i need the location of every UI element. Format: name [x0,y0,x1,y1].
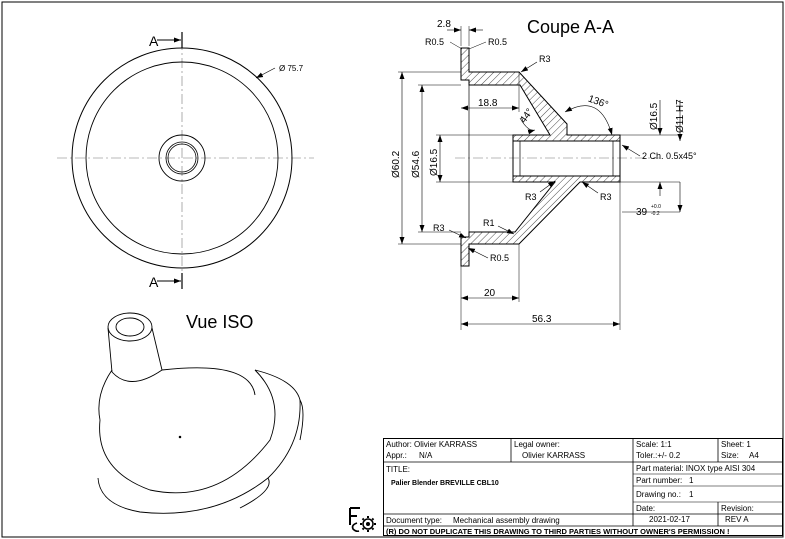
logo-icon [349,507,376,533]
tb-sheet: Sheet: 1 [721,440,751,449]
tb-part-number-value: 1 [689,476,694,485]
outer-diameter-label: Ø 75.7 [279,64,304,73]
tb-revision-label: Revision: [721,504,754,513]
tb-document-type-value: Mechanical assembly drawing [453,516,560,525]
tb-size-value: A4 [749,451,759,460]
tb-part-number-label: Part number: [636,476,683,485]
tb-toler: Toler.:+/- 0.2 [636,451,681,460]
tb-title-value: Palier Blender BREVILLE CBL10 [391,480,499,487]
tb-part-material: Part material: INOX type AISI 304 [636,464,756,473]
dim-r3-bottom: R3 [433,223,445,233]
dim-r3-top: R3 [539,54,551,64]
section-body-top [460,47,621,142]
tb-scale: Scale: 1:1 [636,440,672,449]
tb-size-label: Size: [721,451,739,460]
section-mark-top: A [149,33,159,49]
tb-drawing-no-value: 1 [689,490,694,499]
section-title: Coupe A-A [527,17,614,37]
tb-legal-owner-label: Legal owner: [514,440,560,449]
dim-tol-39-upper: +0.0 [651,204,661,210]
dim-dia-11-h7: Ø11 H7 [675,99,686,133]
dim-angle-44: 44° [518,107,536,126]
dim-r1: R1 [483,218,495,228]
tb-appr-label: Appr.: [386,451,407,460]
dim-dia-16-5-right: Ø16.5 [649,102,660,130]
section-mark-bottom: A [149,274,159,290]
dim-length-39: 39 [636,207,648,218]
dim-angle-136: 136° [586,94,609,111]
tb-date-value: 2021-02-17 [649,515,690,524]
tb-drawing-no-label: Drawing no.: [636,490,681,499]
iso-view: Vue ISO [97,312,304,514]
dim-length-18-8: 18.8 [478,98,498,109]
tb-document-type-label: Document type: [386,516,443,525]
dim-r05-bottom: R0.5 [490,253,509,263]
dim-wall-thickness: 2.8 [437,19,451,30]
front-view: A A Ø 75.7 [57,32,314,290]
dim-r3-mid-right: R3 [600,192,612,202]
dim-dia-16-5-left: Ø16.5 [429,148,440,176]
dim-dia-54-6: Ø54.6 [411,150,422,178]
tb-revision-value: REV A [725,515,749,524]
dim-dia-60-2: Ø60.2 [391,150,402,178]
dim-tol-39-lower: -0.2 [651,211,660,217]
tb-appr-value: N/A [419,451,433,460]
tb-author: Author: Olivier KARRASS [386,440,478,449]
tb-date-label: Date: [636,504,656,513]
title-block: Author: Olivier KARRASS Appr.: N/A Legal… [383,438,783,536]
tb-title-label: TITLE: [386,465,411,474]
tb-notice: (R) DO NOT DUPLICATE THIS DRAWING TO THI… [386,527,730,536]
dim-length-56-3: 56.3 [532,314,552,325]
dim-r3-mid-left: R3 [525,192,537,202]
section-view: Coupe A-A 2.8 R0.5 R0.5 R3 18.8 44° [391,17,697,330]
dim-length-20: 20 [484,288,496,299]
dim-chamfer: 2 Ch. 0.5x45° [642,151,697,161]
iso-title: Vue ISO [186,312,253,332]
dim-r05-right: R0.5 [488,37,507,47]
tb-legal-owner-value: Olivier KARRASS [522,451,586,460]
dim-r05-left: R0.5 [425,37,444,47]
